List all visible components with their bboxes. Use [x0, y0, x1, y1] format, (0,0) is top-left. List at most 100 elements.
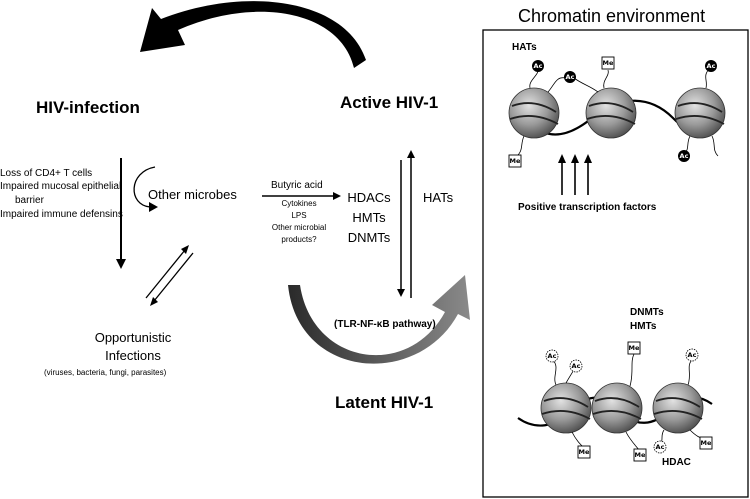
acetyl-mark-open: [569, 359, 583, 373]
methyl-mark: [577, 445, 591, 459]
product-lps: LPS: [291, 211, 307, 220]
acetyl-mark-filled: [705, 60, 717, 72]
nucleosome-dna-wrap: [594, 397, 640, 408]
ac-mark-label: Ac: [687, 351, 697, 359]
latent-hiv-label: Latent HIV-1: [335, 393, 434, 412]
nucleosome-dna-wrap: [592, 410, 642, 420]
opportunistic-examples: (viruses, bacteria, fungi, parasites): [44, 368, 167, 377]
nucleosome-dna-wrap: [588, 102, 634, 113]
down-to-latent-arrowhead: [397, 289, 405, 297]
me-mark-label: Me: [700, 439, 712, 447]
methyl-mark: [633, 448, 647, 462]
tf-arrowhead: [558, 154, 566, 163]
microbes-curve-arrowhead: [149, 202, 158, 212]
histone-tail: [573, 77, 599, 93]
nucleosome: [585, 87, 637, 139]
nucleosome-dna-wrap: [677, 102, 723, 113]
microbes-curve-arrow: [133, 166, 156, 208]
ac-mark-label: Ac: [679, 152, 689, 160]
hats-label-middle: HATs: [423, 190, 454, 205]
ac-mark-label: Ac: [547, 352, 557, 360]
diag-arrow-down-head: [150, 297, 158, 306]
histone-tail: [687, 359, 693, 386]
diag-arrow-down: [153, 252, 194, 302]
histone-tail: [547, 77, 567, 93]
methyl-mark: [627, 341, 641, 355]
acetyl-mark-open: [653, 440, 667, 454]
ac-mark-label: Ac: [533, 62, 543, 70]
product-cytokines: Cytokines: [281, 199, 317, 208]
opportunistic-label: Opportunistic: [94, 330, 172, 345]
infections-label: Infections: [105, 348, 161, 363]
nucleosome: [508, 87, 560, 139]
effect-barrier: barrier: [15, 195, 44, 206]
nucleosome-dna-wrap: [675, 115, 725, 125]
methyl-mark: [508, 154, 522, 168]
condensed-chromatin: [517, 341, 713, 462]
product-butyric-acid: Butyric acid: [271, 180, 323, 191]
me-mark-label: Me: [578, 448, 590, 456]
tlr-pathway-label: (TLR-NF-κB pathway): [334, 319, 436, 330]
open-chromatin: [508, 56, 726, 195]
hiv-down-arrowhead: [116, 259, 126, 269]
me-mark-label: Me: [602, 59, 614, 67]
me-mark-label: Me: [628, 344, 640, 352]
acetyl-mark-filled: [532, 60, 544, 72]
ac-mark-label: Ac: [565, 73, 575, 81]
nucleosome-dna-wrap: [509, 115, 559, 125]
histone-tail: [711, 135, 719, 157]
histone-tail: [552, 359, 557, 386]
histone-tail: [603, 69, 609, 89]
enzyme-hmts: HMTs: [352, 210, 386, 225]
enzyme-hdacs: HDACs: [347, 190, 391, 205]
diag-arrow-up: [145, 249, 186, 299]
effect-loss-cd4: Loss of CD4+ T cells: [0, 168, 93, 179]
product-question: products?: [281, 235, 317, 244]
feedback-curved-arrow: [140, 1, 366, 69]
hdac-label: HDAC: [662, 457, 691, 468]
effect-impaired-mucosal: Impaired mucosal epithelial: [0, 181, 122, 192]
nucleosome-dna-wrap: [653, 410, 703, 420]
acetyl-mark-filled: [564, 71, 576, 83]
ac-mark-label: Ac: [706, 62, 716, 70]
product-other-microbial: Other microbial: [271, 223, 327, 232]
tf-arrowhead: [584, 154, 592, 163]
me-mark-label: Me: [509, 157, 521, 165]
diag-arrow-up-head: [181, 245, 189, 254]
chromatin-panel-frame: [482, 29, 749, 498]
hiv-infection-label: HIV-infection: [36, 98, 140, 117]
methyl-mark: [601, 56, 615, 70]
histone-tail: [629, 353, 635, 387]
acetyl-mark-open: [685, 348, 699, 362]
hats-label-top: HATs: [512, 42, 537, 53]
hmts-label: HMTs: [630, 321, 657, 332]
nucleosome-dna-wrap: [655, 397, 701, 408]
acetyl-mark-filled: [678, 150, 690, 162]
enzyme-dnmts: DNMTs: [347, 230, 391, 245]
ac-mark-label: Ac: [655, 443, 665, 451]
nucleosome-dna-wrap: [586, 115, 636, 125]
nucleosome: [540, 382, 592, 434]
up-to-active-arrowhead: [407, 150, 415, 158]
histone-tail: [625, 431, 640, 451]
acetyl-mark-open: [545, 349, 559, 363]
nucleosome: [591, 382, 643, 434]
nucleosome-dna-wrap: [543, 397, 589, 408]
methyl-mark: [699, 436, 713, 450]
ac-mark-label: Ac: [571, 362, 581, 370]
dnmts-label: DNMTs: [630, 307, 664, 318]
products-arrowhead: [333, 192, 341, 200]
nucleosome: [652, 382, 704, 434]
nucleosome: [674, 87, 726, 139]
tf-arrowhead: [571, 154, 579, 163]
me-mark-label: Me: [634, 451, 646, 459]
other-microbes-label: Other microbes: [148, 187, 237, 202]
panel-title: Chromatin environment: [518, 6, 706, 26]
nucleosome-dna-wrap: [511, 102, 557, 113]
effect-immune-defensins: Impaired immune defensins: [0, 209, 123, 220]
histone-tail: [515, 135, 525, 158]
nucleosome-dna-wrap: [541, 410, 591, 420]
active-hiv-label: Active HIV-1: [340, 93, 439, 112]
positive-tf-label: Positive transcription factors: [518, 202, 657, 213]
